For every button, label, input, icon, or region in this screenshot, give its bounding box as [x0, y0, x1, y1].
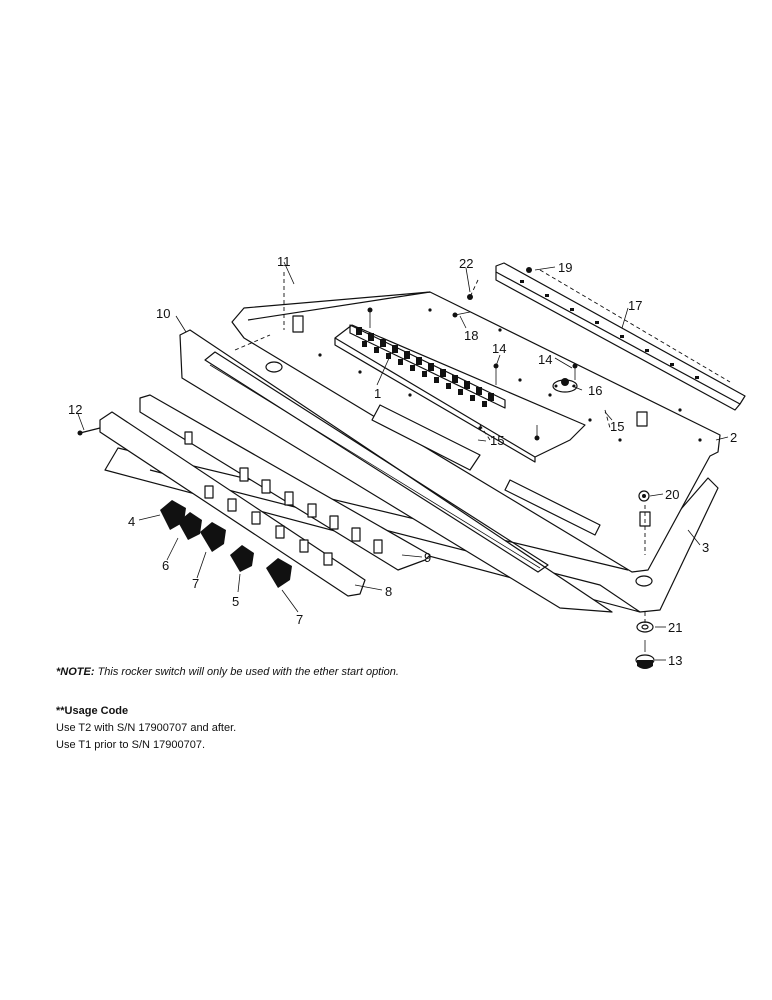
part-8-trim-plate — [99, 411, 366, 597]
callout-15b: 15 — [490, 433, 504, 448]
usage-line-2: Use T1 prior to S/N 17900707. — [56, 739, 205, 751]
usage-code-block: **Usage Code Use T2 with S/N 17900707 an… — [56, 703, 416, 754]
usage-code-title: **Usage Code — [56, 705, 129, 717]
callout-9: 9 — [424, 550, 431, 565]
part-1-terminal-block — [334, 307, 586, 463]
note-lead: *NOTE: — [56, 666, 95, 678]
part-17-strip — [495, 262, 746, 411]
callout-6: 6 — [162, 558, 169, 573]
callout-16: 16 — [588, 383, 602, 398]
rocker-switches — [160, 500, 292, 588]
leader-lines — [77, 261, 729, 661]
callout-15a: 15 — [610, 419, 624, 434]
callout-17: 17 — [628, 298, 642, 313]
part-9-switch-panel — [139, 394, 431, 571]
part-10-bezel — [179, 329, 613, 613]
callout-21: 21 — [668, 620, 682, 635]
callout-3: 3 — [702, 540, 709, 555]
callout-18: 18 — [464, 328, 478, 343]
callout-10: 10 — [156, 306, 170, 321]
callout-14a: 14 — [492, 341, 506, 356]
callout-7b: 7 — [296, 612, 303, 627]
reference-lines — [234, 269, 731, 625]
callout-13: 13 — [668, 653, 682, 668]
callout-4: 4 — [128, 514, 135, 529]
hole-console — [265, 361, 283, 373]
callout-20: 20 — [665, 487, 679, 502]
callout-7a: 7 — [192, 576, 199, 591]
callout-5: 5 — [232, 594, 239, 609]
note-body: This rocker switch will only be used wit… — [97, 666, 399, 678]
terminal-row — [349, 324, 506, 409]
ether-start-note: *NOTE: This rocker switch will only be u… — [56, 664, 416, 681]
callout-19: 19 — [558, 260, 572, 275]
fasteners — [77, 267, 655, 669]
clip-17 — [636, 411, 648, 427]
callout-12: 12 — [68, 402, 82, 417]
bracket-11 — [292, 315, 304, 333]
hole-base — [635, 575, 653, 587]
notes-block: *NOTE: This rocker switch will only be u… — [56, 664, 416, 754]
part-16-switch — [552, 378, 578, 393]
callout-1: 1 — [374, 386, 381, 401]
callout-11: 11 — [277, 254, 291, 269]
callout-labels: 11 10 12 22 19 17 18 14 14 16 1 15 15 2 … — [68, 254, 737, 668]
usage-line-1: Use T2 with S/N 17900707 and after. — [56, 722, 237, 734]
part-2-console-panel — [231, 291, 721, 587]
callout-8: 8 — [385, 584, 392, 599]
callout-14b: 14 — [538, 352, 552, 367]
callout-2: 2 — [730, 430, 737, 445]
callout-22: 22 — [459, 256, 473, 271]
